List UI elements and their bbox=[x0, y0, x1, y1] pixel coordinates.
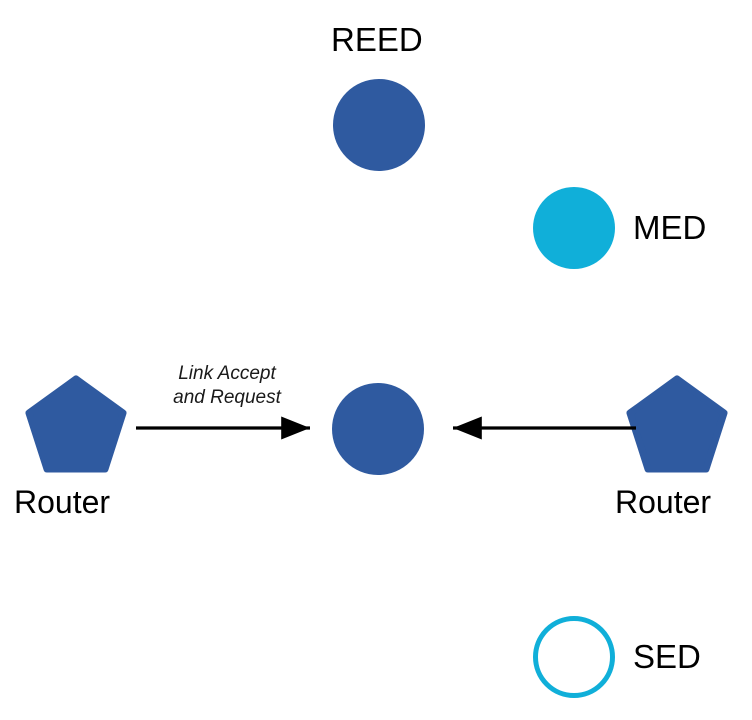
sed-node-label: SED bbox=[633, 638, 701, 675]
edge-left-to-center-label: Link Accept and Request bbox=[152, 362, 302, 410]
reed-node-label: REED bbox=[331, 21, 423, 58]
router-left-pentagon[interactable] bbox=[25, 375, 127, 473]
sed-node-circle[interactable] bbox=[533, 616, 615, 698]
router-left-label: Router bbox=[14, 484, 111, 520]
med-node-circle[interactable] bbox=[533, 187, 615, 269]
router-right-label: Router bbox=[615, 484, 712, 520]
router-right-pentagon[interactable] bbox=[626, 375, 728, 473]
edge-label-line-2: and Request bbox=[173, 386, 281, 408]
center-router-node-circle[interactable] bbox=[332, 383, 424, 475]
edge-label-line-1: Link Accept bbox=[178, 363, 276, 384]
med-node-label: MED bbox=[633, 209, 707, 246]
reed-node-circle[interactable] bbox=[333, 79, 425, 171]
